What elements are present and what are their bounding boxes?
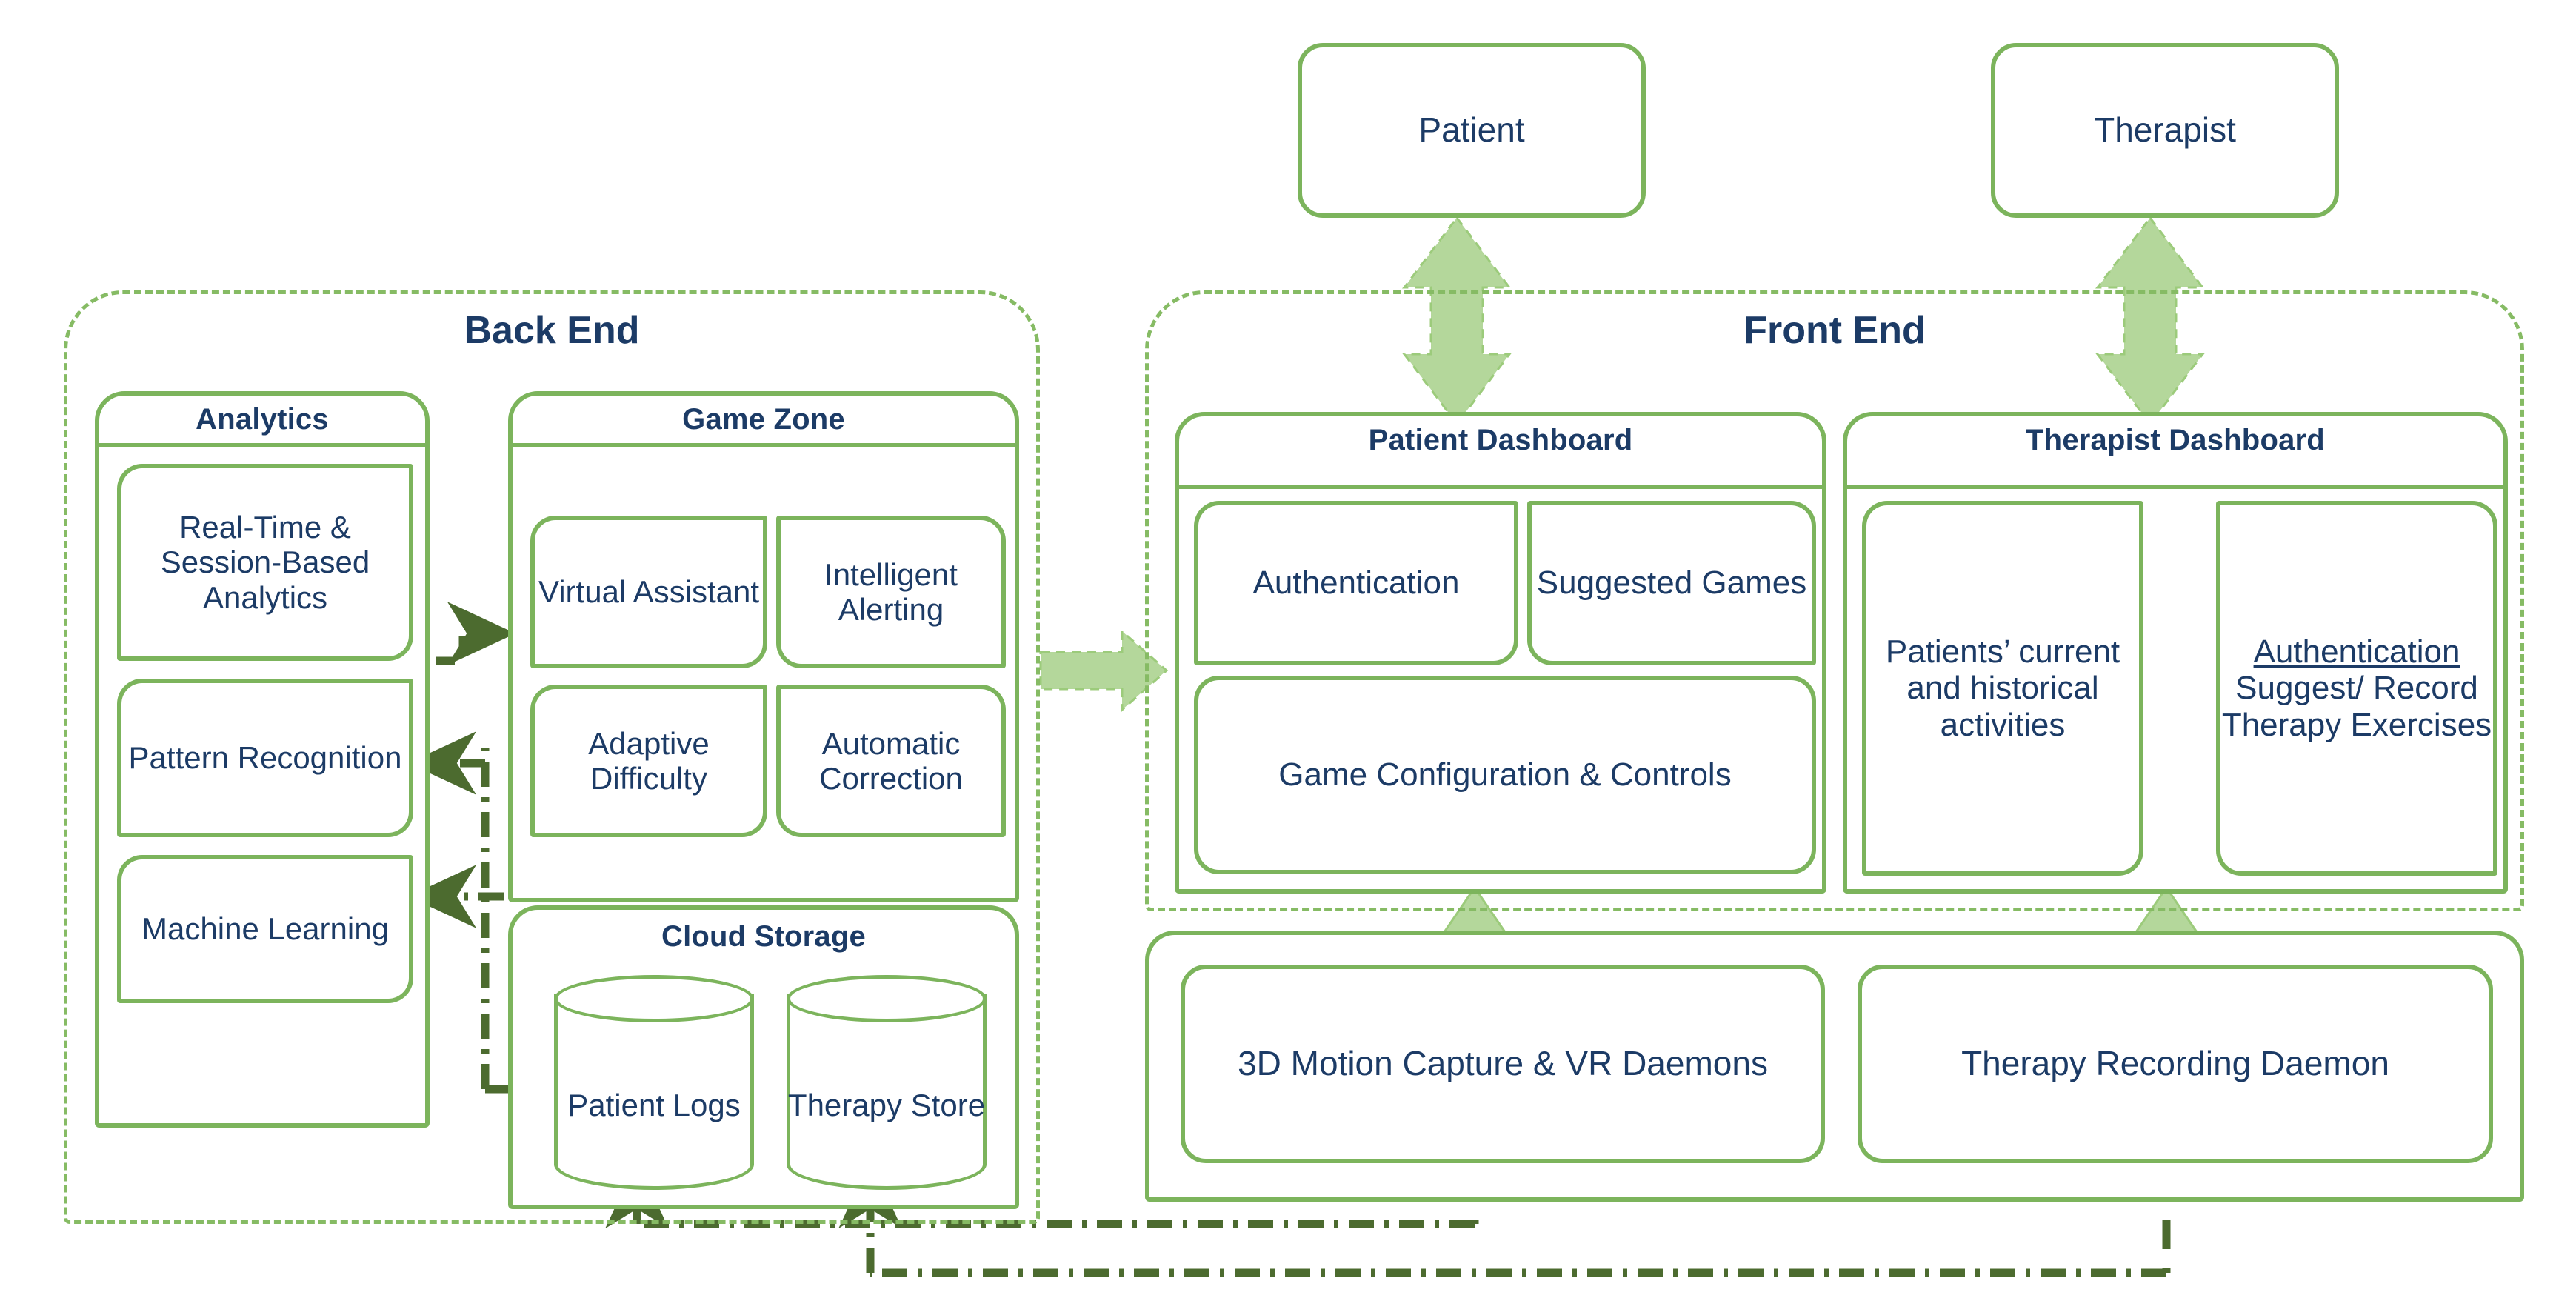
back-end-zone-title: Back End	[464, 309, 640, 352]
patient-logs-cylinder-top	[554, 975, 754, 1022]
actor-patient-box[interactable]: Patient	[1298, 43, 1646, 218]
game-zone-item-virtual-assistant-label: Virtual Assistant	[538, 574, 760, 610]
game-zone-item-automatic-correction-label: Automatic Correction	[819, 725, 963, 796]
therapist-authentication-underlined: Authentication	[2253, 633, 2460, 671]
front-end-zone-title: Front End	[1744, 309, 1926, 352]
therapy-store-cylinder-top	[787, 975, 987, 1022]
cloud-storage-group-title: Cloud Storage	[661, 919, 866, 953]
therapist-dashboard-item-activities[interactable]: Patients’ current and historical activit…	[1862, 501, 2143, 876]
game-zone-group-body: Virtual Assistant Intelligent Alerting A…	[513, 447, 1015, 898]
patient-logs-label: Patient Logs	[567, 1088, 741, 1123]
back-end-zone	[64, 290, 1040, 1224]
game-zone-group-title: Game Zone	[682, 402, 845, 436]
analytics-header-rule	[95, 443, 430, 447]
game-zone-item-intelligent-alerting-label: Intelligent Alerting	[824, 556, 958, 627]
game-zone-item-intelligent-alerting[interactable]: Intelligent Alerting	[776, 516, 1006, 668]
therapist-auth-therapy-text: Authentication Suggest/ Record Therapy E…	[2220, 633, 2493, 743]
analytics-group-title: Analytics	[196, 402, 329, 436]
game-zone-item-adaptive-difficulty[interactable]: Adaptive Difficulty	[530, 685, 767, 837]
game-zone-item-virtual-assistant[interactable]: Virtual Assistant	[530, 516, 767, 668]
analytics-item-ml[interactable]: Machine Learning	[117, 855, 413, 1003]
patient-dashboard-group: Patient Dashboard Authentication Suggest…	[1175, 412, 1826, 894]
patient-dashboard-header-rule	[1175, 485, 1826, 489]
front-end-zone	[1145, 290, 2524, 911]
therapist-dashboard-header-rule	[1843, 485, 2508, 489]
analytics-item-ml-label: Machine Learning	[141, 911, 389, 947]
patient-dashboard-game-config-label: Game Configuration & Controls	[1278, 756, 1732, 793]
daemon-3d-motion-capture-label: 3D Motion Capture & VR Daemons	[1238, 1044, 1768, 1083]
patient-dashboard-authentication-label: Authentication	[1252, 565, 1460, 602]
game-zone-item-automatic-correction[interactable]: Automatic Correction	[776, 685, 1006, 837]
daemon-3d-motion-capture[interactable]: 3D Motion Capture & VR Daemons	[1181, 965, 1825, 1163]
actor-therapist-box[interactable]: Therapist	[1991, 43, 2339, 218]
actor-patient-label: Patient	[1418, 110, 1525, 150]
analytics-group-body: Real-Time & Session-Based Analytics Patt…	[99, 447, 425, 1123]
therapist-dashboard-group: Therapist Dashboard Patients’ current an…	[1843, 412, 2508, 894]
analytics-group: Analytics Real-Time & Session-Based Anal…	[95, 391, 430, 1128]
therapist-dashboard-activities-label: Patients’ current and historical activit…	[1885, 633, 2120, 743]
cloud-storage-group: Cloud Storage Patient Logs Therapy Store	[508, 905, 1019, 1209]
patient-dashboard-suggested-games-label: Suggested Games	[1536, 565, 1807, 602]
daemon-therapy-recording-label: Therapy Recording Daemon	[1961, 1044, 2389, 1083]
patient-dashboard-item-suggested-games[interactable]: Suggested Games	[1527, 501, 1816, 665]
analytics-item-realtime[interactable]: Real-Time & Session-Based Analytics	[117, 464, 413, 661]
game-zone-group: Game Zone Virtual Assistant Intelligent …	[508, 391, 1019, 902]
patient-logs-cylinder-body	[554, 994, 754, 1190]
game-zone-header-rule	[508, 443, 1019, 447]
patient-dashboard-item-authentication[interactable]: Authentication	[1194, 501, 1518, 665]
therapy-store-label: Therapy Store	[787, 1088, 986, 1123]
analytics-item-pattern[interactable]: Pattern Recognition	[117, 679, 413, 837]
therapist-auth-therapy-rest: Suggest/ Record Therapy Exercises	[2221, 670, 2492, 743]
game-zone-item-adaptive-difficulty-label: Adaptive Difficulty	[588, 725, 710, 796]
patient-dashboard-title: Patient Dashboard	[1368, 423, 1633, 456]
patient-dashboard-body: Authentication Suggested Games Game Conf…	[1179, 489, 1822, 889]
patient-dashboard-item-game-config[interactable]: Game Configuration & Controls	[1194, 676, 1816, 874]
therapist-dashboard-item-auth-therapy[interactable]: Authentication Suggest/ Record Therapy E…	[2216, 501, 2497, 876]
actor-therapist-label: Therapist	[2094, 110, 2236, 150]
therapist-dashboard-body: Patients’ current and historical activit…	[1847, 489, 2503, 889]
analytics-item-pattern-label: Pattern Recognition	[128, 740, 402, 776]
therapist-dashboard-title: Therapist Dashboard	[2026, 423, 2325, 456]
daemon-therapy-recording[interactable]: Therapy Recording Daemon	[1858, 965, 2493, 1163]
cloud-store-patient-logs[interactable]: Patient Logs	[554, 975, 754, 1190]
analytics-item-realtime-label: Real-Time & Session-Based Analytics	[160, 510, 370, 615]
therapy-store-cylinder-body	[787, 994, 987, 1190]
cloud-store-therapy-store[interactable]: Therapy Store	[787, 975, 987, 1190]
